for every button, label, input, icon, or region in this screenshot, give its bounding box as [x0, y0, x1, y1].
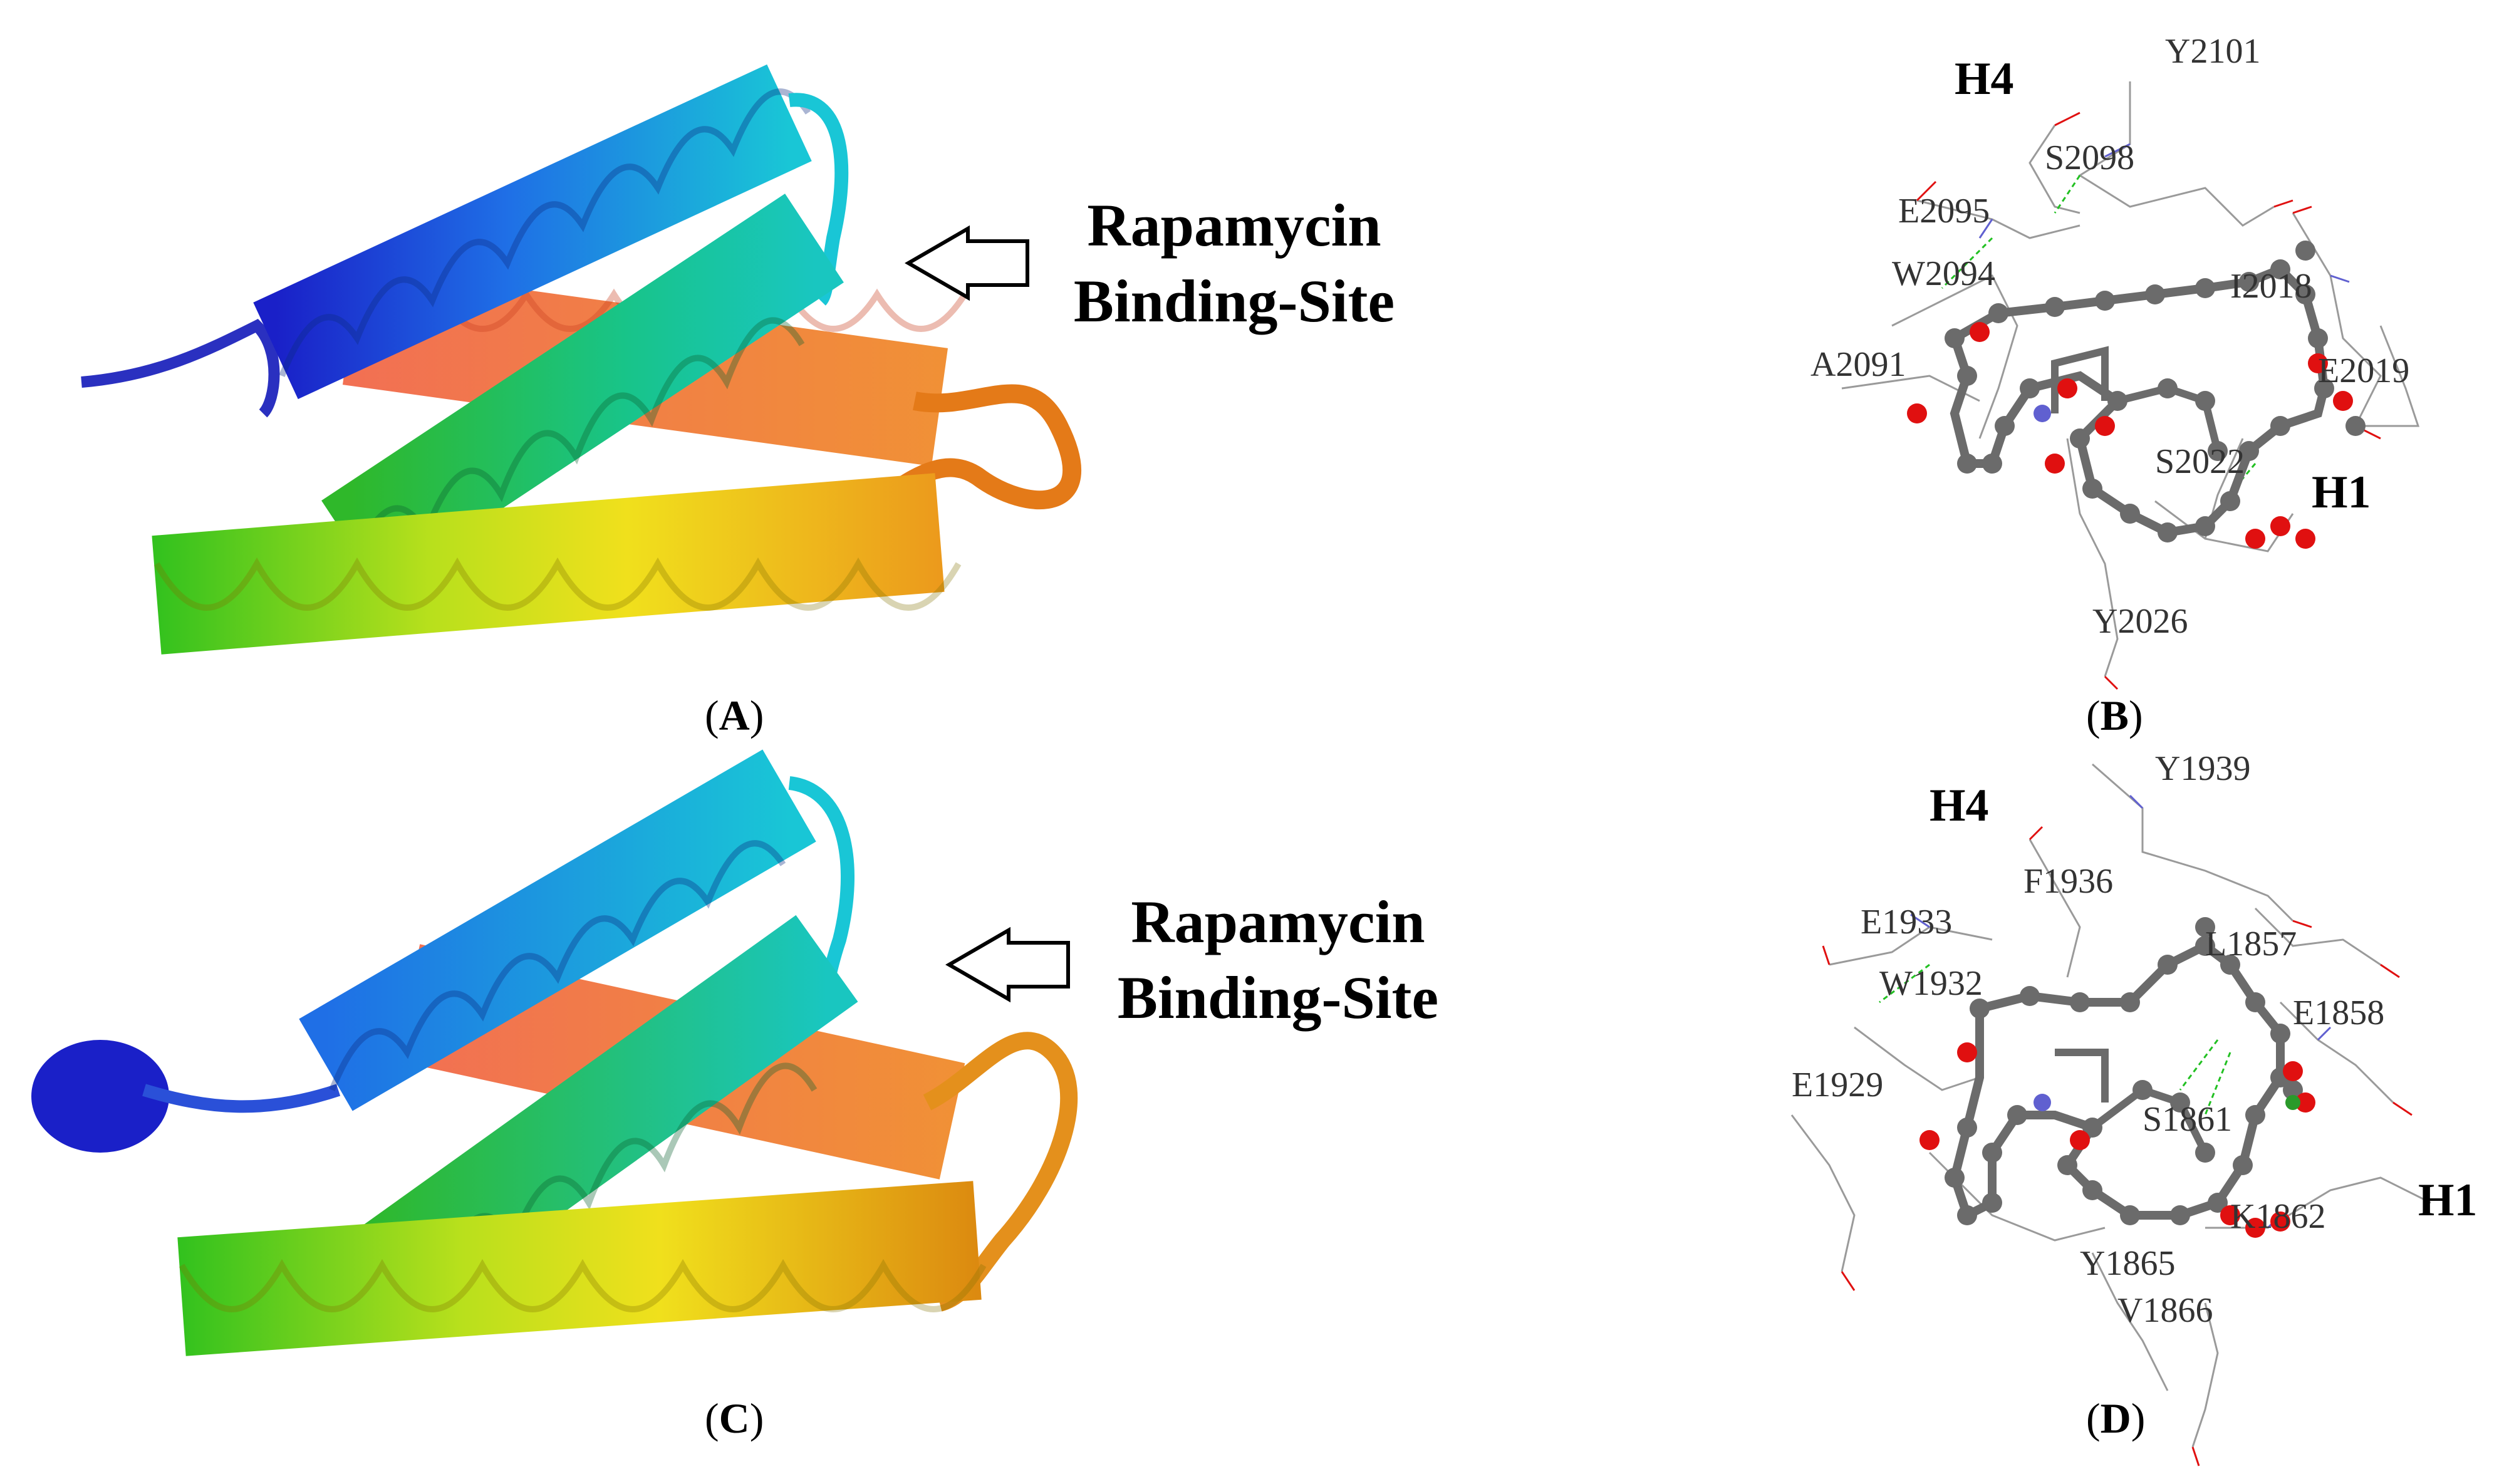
helix-bottom-a	[152, 473, 962, 655]
helix-top-c	[299, 749, 816, 1111]
helix-label-h4-b: H4	[1955, 53, 2014, 105]
rapamycin-ligand-d	[1919, 917, 2315, 1238]
binding-site-label-a: Rapamycin Binding-Site	[1059, 188, 1410, 340]
residue-label: S1861	[2143, 1100, 2232, 1139]
residue-label: E1858	[2293, 994, 2384, 1032]
helix-top-a	[253, 64, 812, 400]
residue-label: E1929	[1792, 1066, 1883, 1104]
panel-a: Rapamycin Binding-Site (A)	[0, 0, 1395, 739]
residue-label: S2098	[2045, 138, 2134, 177]
residue-label: A2091	[1810, 345, 1906, 384]
ribbon-structure-a	[81, 64, 1082, 655]
panel-label-b: (B)	[2086, 692, 2143, 739]
binding-site-label-line1: Rapamycin	[1087, 192, 1381, 259]
residue-label: E2019	[2318, 351, 2409, 390]
residue-label: W2094	[1892, 254, 1995, 293]
residue-label: L1857	[2205, 925, 2297, 963]
residue-label: Y1865	[2080, 1244, 2175, 1283]
residue-label: F1936	[2023, 862, 2113, 901]
panel-d: H4 H1 Y1939 F1936 E1933 L1857 W1932 E185…	[1729, 739, 2514, 1481]
helix-nterm-c	[31, 1040, 341, 1153]
ribbon-structure-c	[31, 749, 1078, 1356]
residue-label: K1862	[2230, 1197, 2325, 1236]
helix-bottom-c	[177, 1181, 987, 1356]
arrow-icon	[905, 225, 1029, 301]
residue-label: W1932	[1879, 964, 1983, 1003]
residue-labels-d: Y1939 F1936 E1933 L1857 W1932 E1858 E192…	[1792, 749, 2384, 1330]
panel-c: Rapamycin Binding-Site (C)	[0, 739, 1504, 1481]
panel-label-c: (C)	[705, 1394, 764, 1442]
helix-label-h4-d: H4	[1930, 780, 1989, 831]
hbond-lines-b	[1941, 175, 2257, 502]
binding-pocket-d: H4 H1 Y1939 F1936 E1933 L1857 W1932 E185…	[1790, 749, 2478, 1466]
binding-site-label-line1: Rapamycin	[1131, 888, 1425, 955]
panel-label-d: (D)	[2086, 1394, 2146, 1442]
binding-site-label-line2: Binding-Site	[1117, 963, 1439, 1031]
residue-label: E1933	[1861, 903, 1952, 942]
residue-label: S2022	[2155, 442, 2245, 481]
residue-label: I2018	[2230, 267, 2312, 306]
panel-label-a: (A)	[705, 692, 764, 739]
binding-pocket-b: H4 H1 Y2101 S2098 E2095 W2094 I2018 A209…	[1810, 32, 2420, 690]
arrow-icon	[945, 926, 1070, 1003]
hbond-lines-d	[1879, 963, 2231, 1116]
residue-label: Y1939	[2155, 749, 2250, 788]
residue-labels-b: Y2101 S2098 E2095 W2094 I2018 A2091 E201…	[1810, 32, 2409, 641]
binding-site-label-line2: Binding-Site	[1073, 267, 1395, 335]
residue-label: E2095	[1898, 192, 1990, 231]
residue-label: V1866	[2117, 1291, 2213, 1330]
panel-b: H4 H1 Y2101 S2098 E2095 W2094 I2018 A209…	[1729, 0, 2514, 739]
helix-label-h1-d: H1	[2418, 1175, 2478, 1226]
residue-label: Y2026	[2092, 602, 2188, 641]
binding-site-label-c: Rapamycin Binding-Site	[1103, 885, 1453, 1036]
helix-label-h1-b: H1	[2312, 467, 2371, 518]
rapamycin-ligand-b	[1907, 241, 2366, 549]
residue-label: Y2101	[2165, 32, 2260, 71]
